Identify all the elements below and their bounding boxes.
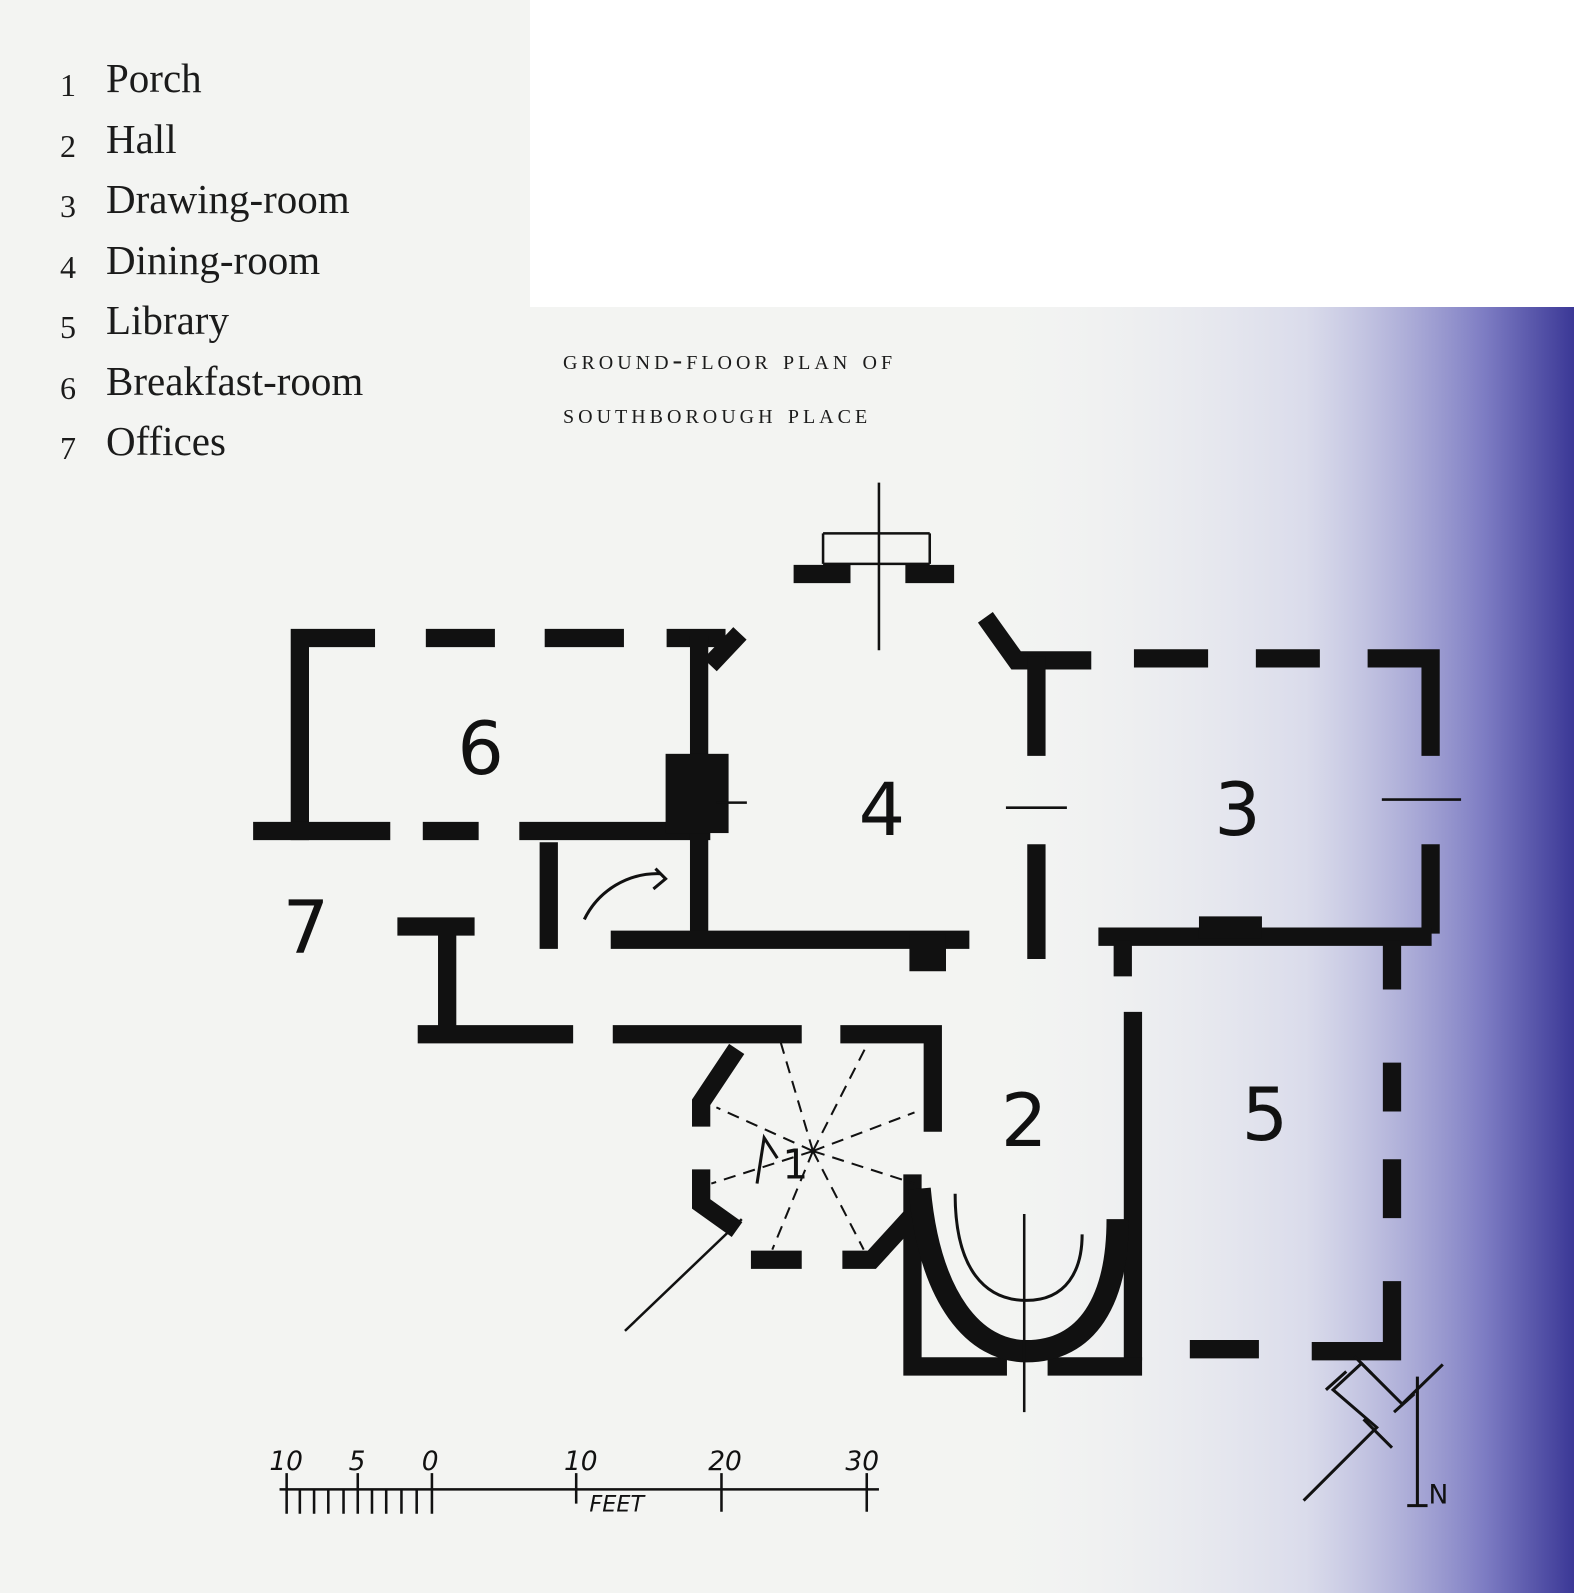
room-label-2: 2 xyxy=(1001,1079,1048,1164)
room-label-6: 6 xyxy=(457,707,504,792)
title-line-1: Ground-floor plan of xyxy=(563,344,897,376)
legend-number: 7 xyxy=(60,430,76,466)
legend-label: Offices xyxy=(106,418,226,464)
legend-item: 5 Library xyxy=(60,294,363,355)
plan-title: Ground-floor plan of Southborough Place xyxy=(563,333,896,441)
porch-radial-lines xyxy=(711,1040,915,1251)
room-label-4: 4 xyxy=(859,768,906,853)
legend-label: Hall xyxy=(106,115,177,162)
scale-label: 10 xyxy=(564,1446,598,1477)
legend-label: Breakfast-room xyxy=(106,357,364,404)
legend-item: 4 Dining-room xyxy=(60,234,363,295)
axis-lines xyxy=(624,482,1462,1413)
legend-item: 3 Drawing-room xyxy=(60,173,363,234)
legend-label: Dining-room xyxy=(106,236,321,283)
legend-number: 6 xyxy=(60,369,76,406)
walls xyxy=(253,564,1440,1376)
scale-label: 5 xyxy=(349,1446,366,1477)
room-label-3: 3 xyxy=(1214,768,1261,853)
room-label-7: 7 xyxy=(283,886,330,971)
legend-number: 3 xyxy=(60,188,76,224)
legend-item: 6 Breakfast-room xyxy=(60,355,363,416)
scale-bar: 10 5 0 10 20 30 FEET xyxy=(269,1446,879,1518)
title-line-2: Southborough Place xyxy=(563,398,872,430)
legend-item: 2 Hall xyxy=(60,113,363,174)
legend-label: Drawing-room xyxy=(106,176,350,222)
north-arrow-icon: N xyxy=(1302,1355,1449,1511)
legend-number: 4 xyxy=(60,248,76,285)
legend-item: 1 Porch xyxy=(60,52,363,113)
legend-number: 1 xyxy=(60,67,76,103)
legend-number: 5 xyxy=(60,309,76,345)
room-label-1: 1 xyxy=(782,1140,808,1188)
scale-label: 0 xyxy=(422,1446,439,1477)
legend-item: 7 Offices xyxy=(60,415,363,476)
room-labels: 1 2 3 4 5 6 7 xyxy=(283,707,1289,1188)
scale-unit: FEET xyxy=(589,1492,646,1518)
north-label: N xyxy=(1429,1480,1449,1511)
scale-label: 30 xyxy=(845,1446,879,1477)
legend-label: Library xyxy=(106,297,229,343)
legend-label: Porch xyxy=(106,55,202,101)
room-label-5: 5 xyxy=(1242,1073,1289,1158)
scale-label: 20 xyxy=(708,1446,742,1477)
stair-curves xyxy=(582,867,1129,1363)
scale-label: 10 xyxy=(269,1446,303,1477)
legend-number: 2 xyxy=(60,127,76,164)
